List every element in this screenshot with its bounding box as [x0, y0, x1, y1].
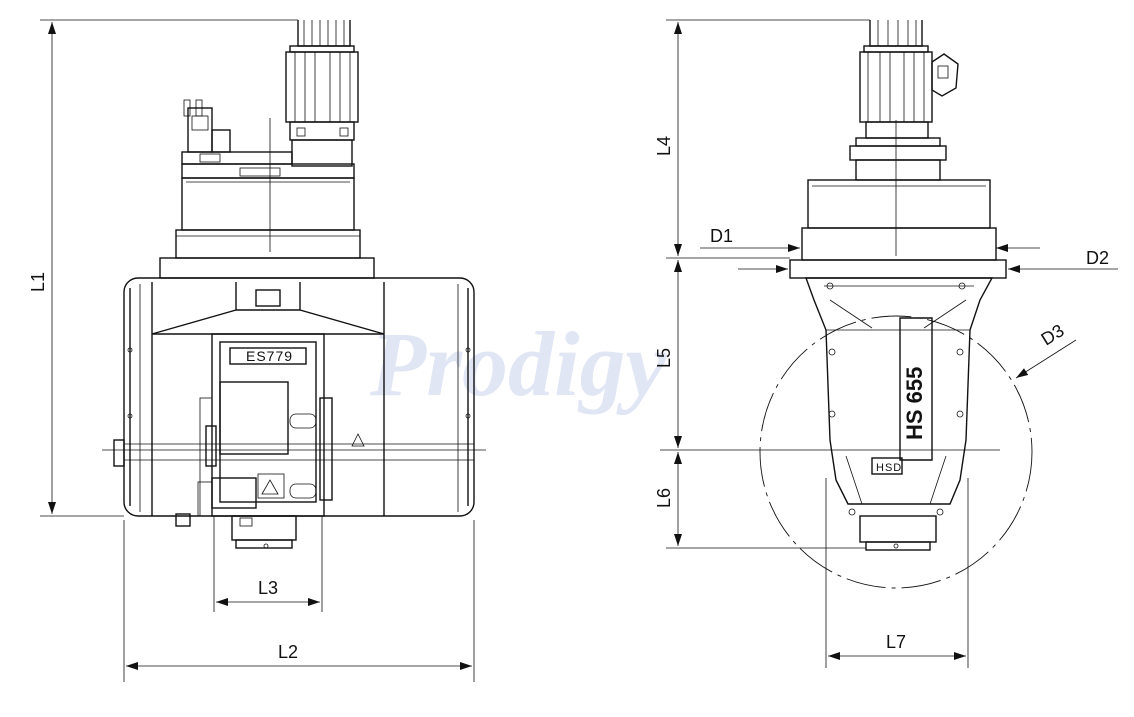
label-d1: D1	[710, 226, 733, 246]
side-flange-upper	[801, 227, 997, 261]
side-nameplate-frame	[899, 317, 933, 461]
side-spindle-nose	[859, 515, 937, 551]
label-l5: L5	[654, 348, 674, 368]
label-l7: L7	[886, 632, 906, 652]
front-nameplate: ES779	[246, 348, 293, 364]
nameplate-es	[229, 347, 307, 365]
d3-circle	[759, 315, 1033, 589]
side-upper-drum	[807, 179, 991, 229]
dim-l1: L1	[28, 19, 298, 517]
watermark-text: Prodigy	[369, 313, 668, 415]
connector-plug	[931, 53, 959, 97]
side-housing: HS 655 HSD	[805, 277, 994, 516]
dim-l6: L6	[654, 452, 866, 549]
side-flange-lower	[789, 259, 1007, 279]
side-view: HS 655 HSD L4 L5 L6	[654, 19, 1118, 668]
watermark: Prodigy	[369, 313, 668, 415]
front-view: ES779 L1	[28, 19, 486, 682]
front-flange-upper	[175, 229, 361, 259]
side-motor	[849, 20, 959, 181]
label-l2: L2	[278, 642, 298, 662]
label-l6: L6	[654, 488, 674, 508]
label-l4: L4	[654, 136, 674, 156]
dim-l3: L3	[213, 516, 323, 612]
dim-d1: D1	[700, 226, 1040, 252]
side-nameplate: HS 655	[902, 367, 927, 440]
side-badge: HSD	[876, 462, 902, 474]
dim-l4: L4	[654, 19, 870, 259]
front-clamp-unit	[181, 99, 355, 179]
dim-l5: L5	[654, 260, 682, 448]
dim-l7: L7	[825, 478, 969, 668]
dim-l2: L2	[123, 520, 475, 682]
dim-d2: D2	[738, 248, 1118, 273]
front-motor	[285, 20, 359, 167]
label-d3: D3	[1038, 320, 1068, 349]
label-l1: L1	[28, 272, 48, 292]
label-d2: D2	[1086, 248, 1109, 268]
label-l3: L3	[258, 578, 278, 598]
front-panel: ES779	[197, 333, 333, 517]
front-spindle-nose	[231, 515, 297, 549]
front-upper-drum	[181, 177, 355, 231]
dim-d3: D3	[1015, 320, 1077, 379]
warning-triangle-icon	[351, 433, 365, 447]
front-flange-lower	[159, 257, 375, 279]
